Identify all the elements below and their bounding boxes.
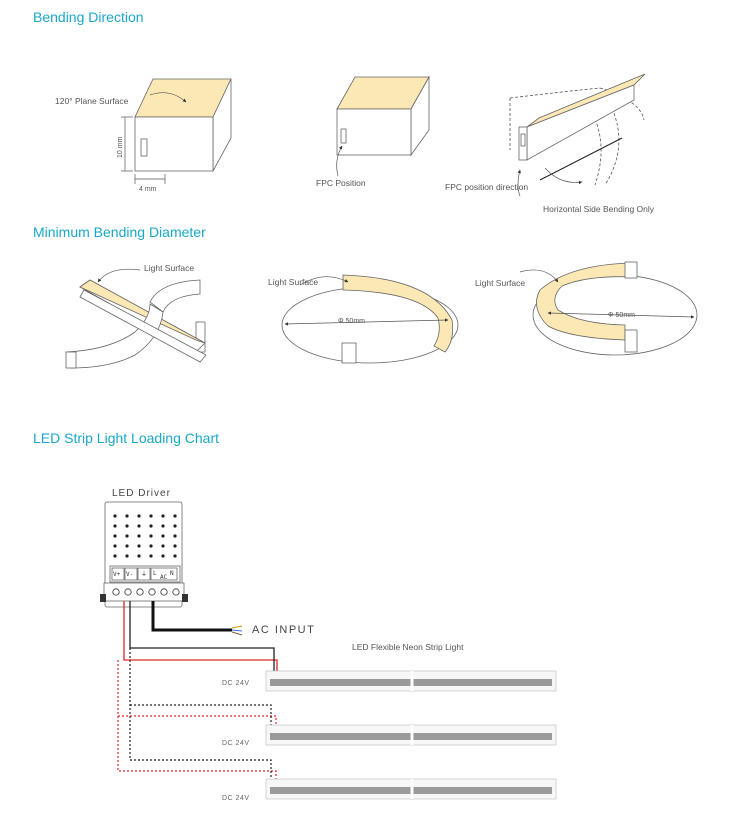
- side-face-3: [526, 84, 635, 161]
- driver-vent-holes: [113, 514, 177, 558]
- vent-hole: [113, 534, 117, 538]
- neon-strip-1: DC 24V: [222, 670, 557, 692]
- vent-hole: [137, 524, 141, 528]
- terminal-ground: ⏚: [141, 571, 147, 578]
- diameter-label-2: Φ 50mm: [338, 318, 365, 325]
- bend-figure-1: Light Surface: [65, 263, 207, 369]
- terminal-l: L: [153, 570, 157, 577]
- vent-hole: [161, 544, 165, 548]
- vent-hole: [161, 524, 165, 528]
- vent-hole: [161, 554, 165, 558]
- vent-hole: [161, 514, 165, 518]
- screw-terminal: [148, 588, 156, 596]
- vent-hole: [149, 534, 153, 538]
- dc-voltage-label-3: DC 24V: [222, 795, 250, 802]
- vent-hole: [125, 534, 129, 538]
- plane-surface-label: 120° Plane Surface: [55, 96, 129, 106]
- vent-hole: [125, 554, 129, 558]
- fpc-slot-3: [520, 133, 526, 147]
- ac-input-cable: AC INPUT: [151, 601, 315, 636]
- diameter-label-3: Φ 50mm: [608, 312, 635, 319]
- bend-figure-3: Light Surface Φ 50mm: [475, 261, 698, 356]
- vent-hole: [161, 534, 165, 538]
- light-surface-label-2: Light Surface: [268, 277, 318, 287]
- vent-hole: [113, 554, 117, 558]
- vent-hole: [113, 514, 117, 518]
- vent-hole: [137, 554, 141, 558]
- section-title-bending-direction: Bending Direction: [33, 9, 144, 25]
- front-face-1: [134, 116, 214, 172]
- front-face-2: [336, 108, 412, 156]
- neon-strip-2: DC 24V: [222, 724, 557, 747]
- neon-profile-fpc: FPC Position: [316, 75, 430, 188]
- vent-hole: [113, 524, 117, 528]
- screw-terminal: [124, 588, 132, 596]
- vent-hole: [173, 514, 177, 518]
- vent-hole: [173, 534, 177, 538]
- driver-screw-terminals: [112, 588, 180, 596]
- horizontal-bending-label: Horizontal Side Bending Only: [543, 204, 655, 214]
- screw-terminal: [136, 588, 144, 596]
- fpc-position-label: FPC Position: [316, 178, 366, 188]
- vent-hole: [125, 544, 129, 548]
- vent-hole: [149, 554, 153, 558]
- neon-strip-3: DC 24V: [222, 778, 557, 802]
- ac-input-label: AC INPUT: [252, 624, 315, 636]
- fpc-slot-1: [140, 138, 148, 157]
- vent-hole: [137, 534, 141, 538]
- light-surface-label-1: Light Surface: [144, 263, 194, 273]
- strip-label: LED Flexible Neon Strip Light: [352, 642, 464, 652]
- vent-hole: [149, 514, 153, 518]
- vent-hole: [173, 544, 177, 548]
- vent-hole: [125, 514, 129, 518]
- section-title-loading-chart: LED Strip Light Loading Chart: [33, 430, 219, 446]
- vent-hole: [173, 524, 177, 528]
- fpc-slot-2: [340, 128, 347, 144]
- neon-profile-bending: FPC position direction Horizontal Side B…: [445, 73, 655, 214]
- led-driver: LED Driver V+ V- ⏚ L AC N: [100, 488, 188, 608]
- dc-voltage-label-2: DC 24V: [222, 740, 250, 747]
- terminal-v-minus: V-: [126, 571, 133, 578]
- screw-terminal: [112, 588, 120, 596]
- vent-hole: [137, 544, 141, 548]
- height-dimension-label: 10 mm: [117, 136, 124, 158]
- screw-terminal: [160, 588, 168, 596]
- driver-terminal-block: V+ V- ⏚ L AC N: [111, 567, 178, 581]
- vent-hole: [149, 524, 153, 528]
- vent-hole: [125, 524, 129, 528]
- vent-hole: [149, 544, 153, 548]
- terminal-n: N: [170, 570, 174, 577]
- vent-hole: [137, 514, 141, 518]
- vent-hole: [173, 554, 177, 558]
- vent-hole: [113, 544, 117, 548]
- terminal-ac: AC: [160, 574, 168, 581]
- terminal-v-plus: V+: [113, 571, 121, 578]
- width-dimension-label: 4 mm: [139, 186, 157, 193]
- bend-figure-2: Light Surface Φ 50mm: [268, 274, 459, 364]
- screw-terminal: [172, 588, 180, 596]
- dc-voltage-label-1: DC 24V: [222, 680, 250, 687]
- bend-axis-line: [539, 137, 623, 181]
- dc-wiring: [117, 601, 278, 780]
- fpc-direction-label: FPC position direction: [445, 182, 528, 192]
- light-surface-label-3: Light Surface: [475, 278, 525, 288]
- neon-profile-dimensions: 10 mm 4 mm 120° Plane Surface: [55, 78, 232, 193]
- driver-label: LED Driver: [112, 488, 171, 499]
- section-title-min-bending-diameter: Minimum Bending Diameter: [33, 224, 206, 240]
